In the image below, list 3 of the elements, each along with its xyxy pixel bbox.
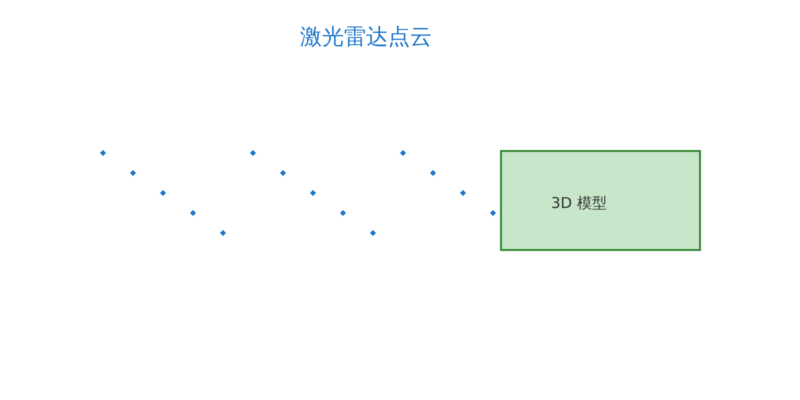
node-label: 3D 模型 (551, 194, 607, 213)
model-box (500, 150, 701, 251)
diagram-title: 激光雷达点云 (300, 24, 432, 52)
